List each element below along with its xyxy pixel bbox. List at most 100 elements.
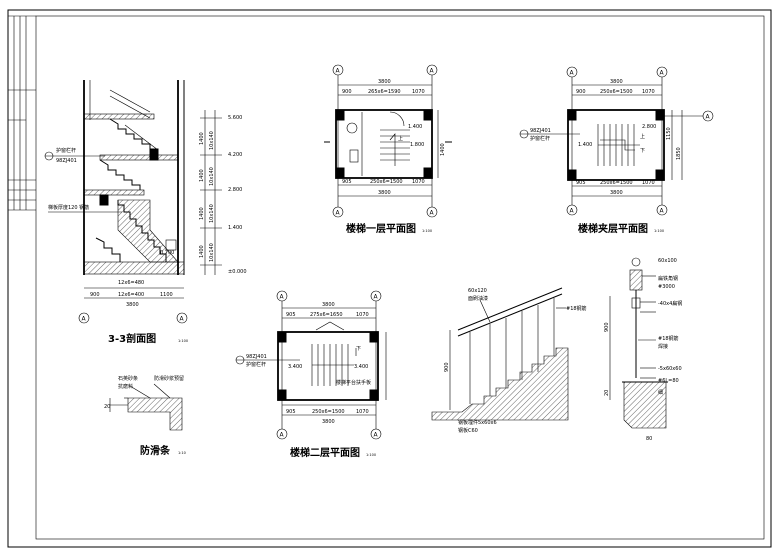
pm-axis-br: A <box>660 208 665 215</box>
rail-section-detail: 900 20 80 60x100 扁铁角钢 #3000 -40x4扁钢 #18钢… <box>604 257 682 442</box>
ps-axis-bl: A <box>280 432 285 439</box>
ps-label-2: 下 <box>356 346 361 352</box>
rs-top: 60x100 <box>658 258 677 264</box>
section-note-ref: 98ZJ401 <box>56 158 77 164</box>
ps-bottom-total: 3800 <box>322 419 335 425</box>
plan-first-title: 楼梯一层平面图 <box>346 222 416 235</box>
pf-axis-tl: A <box>336 68 341 75</box>
rs-b: #3000 <box>658 284 675 290</box>
section-3-3: 5.600 4.200 2.800 1.400 ±0.000 10x140 10… <box>44 80 247 345</box>
pm-top-3: 1070 <box>642 89 655 95</box>
pm-axis-bl: A <box>570 208 575 215</box>
pm-top-1: 900 <box>576 89 586 95</box>
plan-second-scale: 1:100 <box>366 453 376 457</box>
section-elev-5: ±0.000 <box>228 269 247 275</box>
pm-bottom-1: 905 <box>576 180 586 186</box>
pf-label-1: 1.400 <box>408 124 422 130</box>
anti-note-a: 石英砂条 <box>118 375 138 382</box>
plan-mezz-scale: 1:100 <box>654 229 664 233</box>
section-rise-2: 10x140 <box>209 167 215 186</box>
rs-a: 扁铁角钢 <box>658 275 678 282</box>
pf-label-3: 1.800 <box>410 142 424 148</box>
rs-dim-2: 20 <box>604 390 610 396</box>
rail-paint: 面刷油漆 <box>468 295 488 302</box>
rail-bar: #18钢筋 <box>566 305 587 312</box>
pm-top-2: 250x6=1500 <box>600 89 633 95</box>
anti-note-c: 防滑砂浆预留 <box>154 375 184 382</box>
pm-bottom-total: 3800 <box>610 190 623 196</box>
sheet-border <box>7 9 772 548</box>
rail-base: 钢板埋件5x60x6 <box>458 419 497 426</box>
ps-label-3: 3.400 <box>354 364 368 370</box>
section-elev-3: 2.800 <box>228 187 242 193</box>
ps-axis-tl: A <box>280 294 285 301</box>
rs-dim-3: 80 <box>646 436 652 442</box>
ps-top-1: 905 <box>286 312 296 318</box>
rs-e: 焊接 <box>658 343 668 350</box>
pm-axis-side: A <box>706 114 711 121</box>
pf-bottom-1: 905 <box>342 179 352 185</box>
ps-axis-br: A <box>374 432 379 439</box>
plan-second: A A A A 3800 905 275x6=1650 1070 3.400 下 <box>235 290 387 459</box>
pm-label-4: 2.800 <box>642 124 656 130</box>
section-note-slab: 梯板厚度120 钢筋 <box>48 204 89 211</box>
anti-note-b: 抗磨料 <box>118 383 133 390</box>
rs-d: #18钢筋 <box>658 335 679 342</box>
pf-axis-br: A <box>430 210 435 217</box>
rail-dim: 900 <box>444 362 450 372</box>
rs-dim-1: 900 <box>604 322 610 332</box>
rs-h: 细 <box>658 389 663 396</box>
anti-slip-title: 防滑条 <box>140 444 171 457</box>
pm-label-2: 上 <box>640 133 645 140</box>
drawing-frame <box>35 15 765 540</box>
pm-axis-tl: A <box>570 70 575 77</box>
pm-rail: 护窗栏杆 <box>530 135 550 142</box>
pm-ref: 98ZJ401 <box>530 128 551 134</box>
ps-top-total: 3800 <box>322 302 335 308</box>
pf-bottom-3: 1070 <box>412 179 425 185</box>
rail-top: 60x120 <box>468 288 487 294</box>
section-note-rail: 护窗栏杆 <box>56 147 76 154</box>
section-rise-1: 10x140 <box>209 131 215 150</box>
ps-ref: 98ZJ401 <box>246 354 267 360</box>
plan-mezz-title: 楼梯夹层平面图 <box>578 222 648 235</box>
pm-label-1: 1.400 <box>578 142 592 148</box>
section-small-3: 1400 <box>199 207 205 220</box>
section-axis-left: A <box>82 316 87 323</box>
section-small-4: 1400 <box>199 245 205 258</box>
pf-bottom-total: 3800 <box>378 190 391 196</box>
pm-bottom-3: 1070 <box>642 180 655 186</box>
pf-label-2: 上 <box>398 135 403 142</box>
plan-first: A A A A 3800 900 265x6=1590 1070 1.400 上 <box>324 64 452 235</box>
section-note-level: 0.700 <box>160 250 174 256</box>
pm-bottom-2: 250x6=1500 <box>600 180 633 186</box>
pf-bottom-2: 250x6=1500 <box>370 179 403 185</box>
ps-top-2: 275x6=1650 <box>310 312 343 318</box>
section-bottom-total: 3800 <box>126 302 139 308</box>
ps-label-1: 3.400 <box>288 364 302 370</box>
rail-conc: 钢板C60 <box>458 427 478 434</box>
section-small-2: 1400 <box>199 169 205 182</box>
rs-f: -5x60x60 <box>658 366 682 372</box>
railing-detail: 900 60x120 面刷油漆 #18钢筋 钢板埋件5x60x6 钢板C60 <box>431 287 587 434</box>
rs-c: -40x4扁钢 <box>658 300 682 307</box>
pf-top-2: 265x6=1590 <box>368 89 401 95</box>
section-rise-3: 10x140 <box>209 204 215 223</box>
section-title: 3-3剖面图 <box>108 332 156 345</box>
section-elev-4: 1.400 <box>228 225 242 231</box>
plan-second-title: 楼梯二层平面图 <box>290 446 360 459</box>
anti-slip-scale: 1:10 <box>178 451 186 455</box>
section-rise-4: 10x140 <box>209 243 215 262</box>
ps-top-3: 1070 <box>356 312 369 318</box>
section-bottom-3: 1100 <box>160 292 173 298</box>
pm-label-3: 下 <box>640 148 645 154</box>
ps-rail: 护窗栏杆 <box>246 361 266 368</box>
ps-axis-tr: A <box>374 294 379 301</box>
anti-note-d: 20 <box>104 404 110 410</box>
section-small-1: 1400 <box>199 132 205 145</box>
ps-note: 楼梯平台扶手板 <box>336 379 371 386</box>
section-elev-2: 4.200 <box>228 152 242 158</box>
pf-axis-tr: A <box>430 68 435 75</box>
ps-bottom-2: 250x6=1500 <box>312 409 345 415</box>
